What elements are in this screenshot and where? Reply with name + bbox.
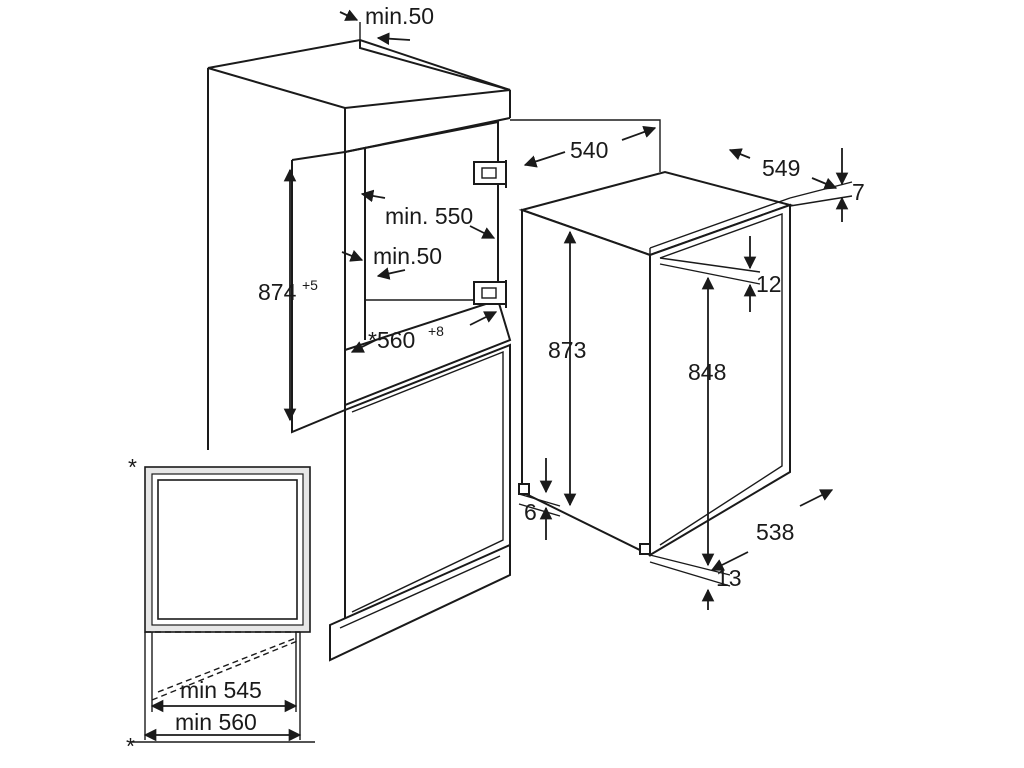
dim-plan-inner-width: min 545 [180,677,262,703]
dim-top-clearance: min.50 [365,3,434,29]
cabinet-drawing [207,38,512,662]
dimension-arrows [143,9,853,742]
lower-hinge-icon [473,280,507,308]
dim-appliance-width: 538 [756,519,794,545]
upper-hinge-icon [473,160,507,188]
footnote-marker-bottom: * [126,733,135,759]
dim-plan-outer-width: min 560 [175,709,257,735]
dim-bottom-offset: 13 [716,565,742,591]
dim-side-gap: min.50 [373,243,442,269]
dim-niche-height-tolerance: +5 [302,277,318,293]
dim-door-height: 848 [688,359,726,385]
dim-niche-height: 874 [258,279,297,305]
dim-appliance-depth: 549 [762,155,800,181]
footnote-marker-top: * [128,454,137,480]
dim-appliance-height: 873 [548,337,586,363]
dim-foot-height: 6 [524,499,537,525]
plan-view [130,466,315,743]
dim-top-offset: 7 [852,179,865,205]
dim-door-drop: 12 [756,271,782,297]
dim-niche-width-tolerance: +8 [428,323,444,339]
dimension-labels: min.50 874 +5 min. 550 min.50 *560 +8 54… [126,3,865,759]
dim-door-width: 540 [570,137,608,163]
dim-niche-depth: min. 550 [385,203,473,229]
dim-niche-width: *560 [368,327,415,353]
